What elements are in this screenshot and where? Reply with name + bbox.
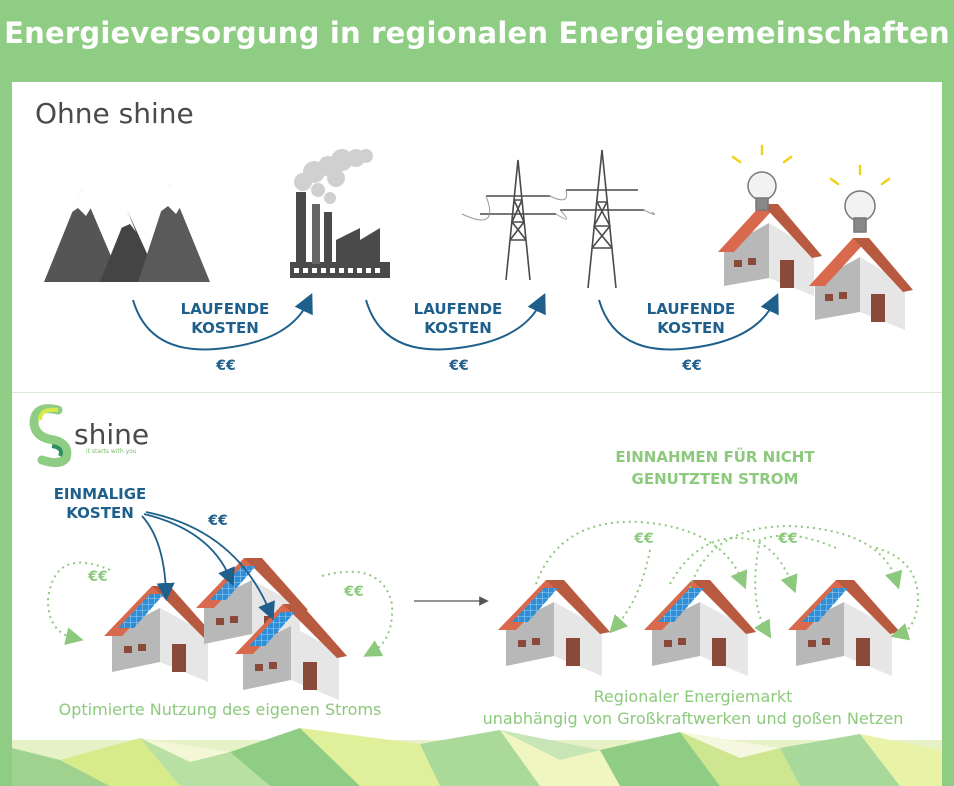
- income-heading: EINNAHMEN FÜR NICHT GENUTZTEN STROM: [560, 446, 870, 490]
- market-euro-right: €€: [778, 531, 798, 547]
- cost-arrow-2: [365, 292, 546, 351]
- solar-houses-cluster-icon: [104, 558, 347, 700]
- caption-optimized-use: Optimierte Nutzung des eigenen Stroms: [58, 700, 382, 719]
- cost-label-2: LAUFENDE KOSTEN: [393, 300, 523, 338]
- euro-label-3: €€: [682, 358, 702, 374]
- caption-regional-market-line1: Regionaler Energiemarkt: [593, 687, 793, 706]
- self-consumption-arrows: [46, 561, 394, 657]
- einmalige-kosten-line2: KOSTEN: [66, 504, 134, 522]
- euro-label-2: €€: [449, 358, 469, 374]
- section-divider: [12, 392, 942, 393]
- euro-label-1: €€: [216, 358, 236, 374]
- shine-tagline: it starts with you: [86, 448, 137, 455]
- income-heading-line1: EINNAHMEN FÜR NICHT: [615, 448, 815, 466]
- cost-arrow-1: [132, 292, 313, 351]
- power-plant-icon: [290, 149, 390, 278]
- cost-label-2-line2: KOSTEN: [424, 319, 492, 337]
- section-heading-ohne-shine: Ohne shine: [35, 97, 194, 130]
- energy-market-houses-icon: [498, 580, 900, 676]
- caption-regional-market: Regionaler Energiemarkt unabhängig von G…: [470, 686, 916, 730]
- einmalige-kosten-line1: EINMALIGE: [53, 485, 147, 503]
- cost-label-2-line1: LAUFENDE: [413, 300, 503, 318]
- cost-arrow-3: [598, 292, 779, 351]
- cost-label-3-line2: KOSTEN: [657, 319, 725, 337]
- einmalige-kosten-label: EINMALIGE KOSTEN: [40, 485, 160, 523]
- income-heading-line2: GENUTZTEN STROM: [631, 470, 799, 488]
- cost-label-1-line2: KOSTEN: [191, 319, 259, 337]
- energy-trade-arrows: [535, 520, 920, 641]
- self-use-euro-right: €€: [344, 584, 364, 600]
- power-pylons-icon: [461, 149, 656, 289]
- mountains-icon: [44, 184, 210, 282]
- page-title: Energieversorgung in regionalen Energieg…: [4, 16, 950, 50]
- self-use-euro-left: €€: [88, 569, 108, 585]
- cost-label-3: LAUFENDE KOSTEN: [626, 300, 756, 338]
- shine-logo-icon: [29, 404, 72, 468]
- einmalige-kosten-arrows: [141, 511, 275, 621]
- decorative-polygon-band: [12, 728, 942, 786]
- caption-regional-market-line2: unabhängig von Großkraftwerken und goßen…: [482, 709, 904, 728]
- cost-label-1: LAUFENDE KOSTEN: [160, 300, 290, 338]
- einmalige-euro-label: €€: [208, 513, 228, 529]
- cost-label-1-line1: LAUFENDE: [180, 300, 270, 318]
- market-euro-left: €€: [634, 531, 654, 547]
- consumer-houses-icon: [718, 144, 913, 330]
- cost-label-3-line1: LAUFENDE: [646, 300, 736, 318]
- shine-logo-text: shine: [74, 418, 150, 451]
